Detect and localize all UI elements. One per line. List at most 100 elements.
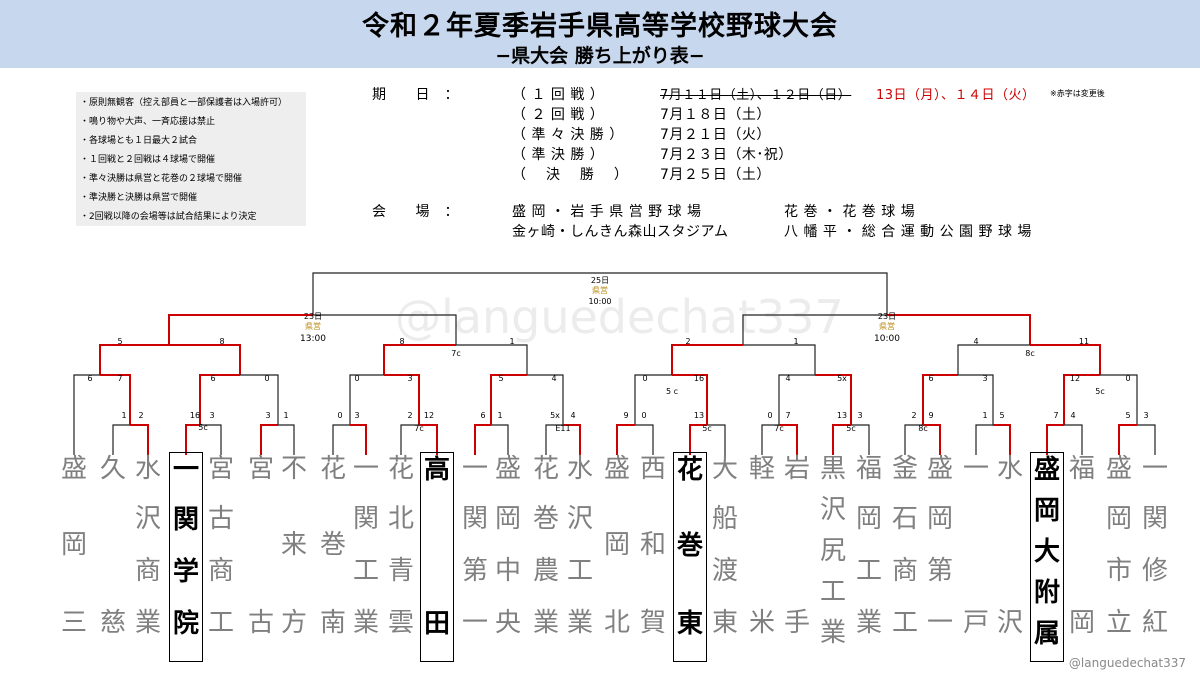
team-name-char: 米 bbox=[748, 608, 775, 638]
score-label: 3 bbox=[209, 411, 214, 420]
team-name-char: 方 bbox=[280, 608, 307, 638]
score-label: 7 bbox=[1053, 411, 1058, 420]
team-name-char: 業 bbox=[855, 608, 882, 638]
team-name-char: 花 bbox=[387, 454, 414, 484]
team-name-char: 盛 bbox=[60, 454, 87, 484]
bracket-line bbox=[778, 374, 815, 425]
team-name-char: 不 bbox=[280, 454, 307, 484]
score-label: 1 bbox=[121, 411, 126, 420]
team-name-char: 院 bbox=[172, 609, 199, 639]
score-label: 0 bbox=[354, 374, 359, 383]
team-column: 盛岡第一 bbox=[923, 452, 957, 662]
team-column: 一戸 bbox=[959, 452, 993, 662]
team-name-char: 工 bbox=[207, 608, 234, 638]
team-column: 花北青雲 bbox=[384, 452, 418, 662]
bracket-line bbox=[490, 374, 527, 425]
venue-hanamaki: 花 巻 ・ 花 巻 球 場 bbox=[784, 204, 916, 220]
team-name-char: 立 bbox=[1105, 608, 1132, 638]
team-name-char: 盛 bbox=[1105, 454, 1132, 484]
team-name-char: 花 bbox=[319, 454, 346, 484]
bracket-line bbox=[742, 314, 887, 345]
team-column: 盛岡市立 bbox=[1102, 452, 1136, 662]
venue-morioka: 盛 岡 ・ 岩 手 県 営 野 球 場 bbox=[512, 204, 702, 220]
team-column: 水沢 bbox=[993, 452, 1027, 662]
bracket-line bbox=[1118, 424, 1137, 455]
dates-label: 期 日 ： bbox=[372, 87, 459, 103]
bracket-line bbox=[1063, 374, 1100, 425]
team-name-char: 宮 bbox=[207, 454, 234, 484]
score-label: 5c bbox=[702, 424, 712, 433]
bracket-line bbox=[975, 424, 993, 455]
team-name-char: 一 bbox=[172, 455, 199, 485]
team-name-char: 関 bbox=[1141, 504, 1168, 534]
team-name-char: 古 bbox=[247, 608, 274, 638]
team-name-char: 央 bbox=[494, 608, 521, 638]
bracket-line bbox=[419, 424, 438, 455]
bracket-line bbox=[185, 424, 200, 455]
team-column: 不来方 bbox=[277, 452, 311, 662]
bracket-line bbox=[169, 344, 241, 375]
team-name-char: 三 bbox=[60, 608, 87, 638]
bracket-line bbox=[400, 424, 419, 455]
bracket-line bbox=[456, 344, 528, 375]
team-name-char: 盛 bbox=[494, 454, 521, 484]
bracket-line bbox=[200, 424, 222, 455]
team-name-char: 大 bbox=[711, 454, 738, 484]
team-name-char: 西 bbox=[639, 454, 666, 484]
bracket-line bbox=[312, 272, 888, 315]
team-column: 福岡工業 bbox=[852, 452, 886, 662]
score-label: 5 bbox=[498, 374, 503, 383]
score-label: 2 bbox=[407, 411, 412, 420]
team-name-char: 北 bbox=[387, 504, 414, 534]
score-label: 9 bbox=[928, 411, 933, 420]
score-label: 1 bbox=[793, 337, 798, 346]
team-name-char: 業 bbox=[532, 608, 559, 638]
team-name-char: 沢 bbox=[996, 608, 1023, 638]
bracket-line bbox=[671, 344, 743, 375]
score-label: 5x bbox=[550, 411, 560, 420]
quarterfinal-brackets bbox=[99, 344, 1101, 375]
title-banner bbox=[0, 0, 1200, 68]
team-name-char: 商 bbox=[207, 556, 234, 586]
watermark: @languedechat337 bbox=[395, 290, 844, 344]
score-labels: 5 8 8 7c 1 2 1 4 8c 11 6 7 6 0 0 3 5 4 0… bbox=[87, 337, 1148, 433]
bracket-line bbox=[73, 374, 100, 455]
team-name-char: 修 bbox=[1141, 556, 1168, 586]
semifinal-date: 7月２３日（木･祝） bbox=[660, 147, 793, 163]
bracket-line bbox=[634, 374, 672, 425]
team-name-char: 北 bbox=[603, 608, 630, 638]
team-name-char: 中 bbox=[494, 556, 521, 586]
team-name-char: 業 bbox=[566, 608, 593, 638]
team-name-char: 沢 bbox=[134, 504, 161, 534]
team-name-char: 石 bbox=[891, 504, 918, 534]
team-name-char: 盛 bbox=[1033, 455, 1060, 485]
team-name-char: 一 bbox=[461, 608, 488, 638]
bracket-line bbox=[384, 374, 420, 425]
change-note: ※赤字は変更後 bbox=[1050, 89, 1105, 98]
second-round-brackets bbox=[73, 374, 1138, 455]
score-label: 0 bbox=[1125, 374, 1130, 383]
bracket-line bbox=[240, 374, 279, 425]
team-column: 花巻農業 bbox=[529, 452, 563, 662]
team-name-char: 福 bbox=[1068, 454, 1095, 484]
bracket-line bbox=[168, 314, 313, 345]
team-name-char: 一 bbox=[461, 454, 488, 484]
score-label: 6 bbox=[480, 411, 485, 420]
score-label: 5c bbox=[198, 423, 208, 432]
team-name-char: 巻 bbox=[532, 504, 559, 534]
final-bracket bbox=[312, 272, 888, 315]
team-name-char: 岡 bbox=[926, 504, 953, 534]
score-label: 6 bbox=[87, 374, 92, 383]
bracket-line bbox=[635, 424, 654, 455]
semi-left-venue: 県営 bbox=[305, 321, 321, 331]
team-name-char: 水 bbox=[566, 454, 593, 484]
score-label: 5 bbox=[117, 337, 122, 346]
team-name-char: 岡 bbox=[1105, 504, 1132, 534]
bracket-line bbox=[100, 374, 131, 425]
score-label: 7 bbox=[117, 374, 122, 383]
team-column: 一関工業 bbox=[349, 452, 383, 662]
bracket-line bbox=[707, 424, 726, 455]
team-name-char: 岡 bbox=[1068, 608, 1095, 638]
bracket-line bbox=[887, 314, 1031, 345]
bracket-line bbox=[957, 344, 1030, 375]
